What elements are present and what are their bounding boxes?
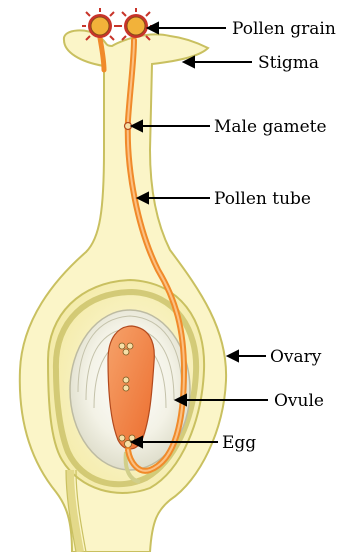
label-pollen-tube: Pollen tube: [214, 189, 311, 209]
label-egg: Egg: [222, 433, 256, 453]
label-stigma: Stigma: [258, 53, 319, 73]
label-ovule: Ovule: [274, 391, 324, 411]
pollen-grain-left: [88, 14, 112, 38]
label-pollen-grain: Pollen grain: [232, 19, 336, 39]
pollen-grain-right: [124, 14, 148, 38]
label-ovary: Ovary: [270, 347, 322, 367]
label-male-gamete: Male gamete: [214, 117, 327, 137]
